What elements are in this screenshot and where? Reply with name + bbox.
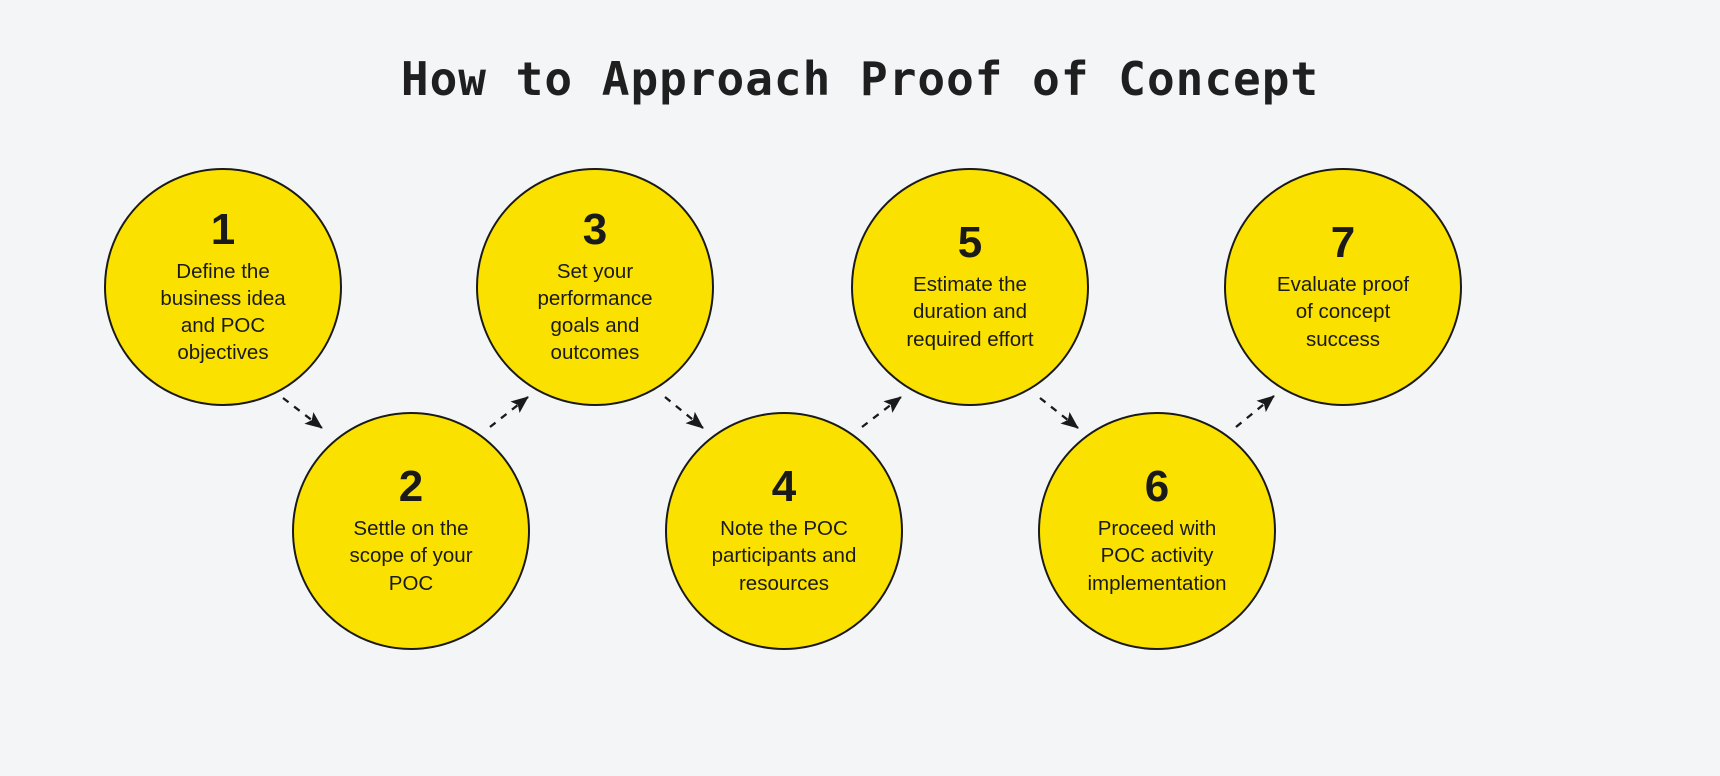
connector-4-5 [861, 396, 902, 428]
step-node-4[interactable]: 4 Note the POC participants and resource… [665, 412, 903, 650]
step-node-7[interactable]: 7 Evaluate proof of concept success [1224, 168, 1462, 406]
connector-3-4 [664, 396, 704, 429]
step-number: 7 [1330, 218, 1356, 268]
step-label: Settle on the scope of your POC [349, 517, 473, 595]
step-node-6[interactable]: 6 Proceed with POC activity implementati… [1038, 412, 1276, 650]
step-number: 2 [398, 462, 424, 512]
step-label: Estimate the duration and required effor… [906, 273, 1034, 351]
step-node-5[interactable]: 5 Estimate the duration and required eff… [851, 168, 1089, 406]
step-label: Proceed with POC activity implementation [1087, 517, 1227, 595]
step-number: 5 [957, 218, 983, 268]
step-label: Define the business idea and POC objecti… [160, 259, 286, 365]
connector-6-7 [1235, 395, 1275, 428]
step-number: 3 [582, 204, 608, 254]
page-title: How to Approach Proof of Concept [400, 52, 1320, 106]
step-number: 1 [210, 204, 236, 254]
step-number: 6 [1144, 462, 1170, 512]
step-number: 4 [771, 462, 797, 512]
step-label: Evaluate proof of concept success [1276, 273, 1410, 351]
step-label: Set your performance goals and outcomes [537, 259, 653, 365]
step-node-1[interactable]: 1 Define the business idea and POC objec… [104, 168, 342, 406]
connector-2-3 [489, 396, 529, 428]
connector-5-6 [1039, 397, 1079, 429]
step-node-2[interactable]: 2 Settle on the scope of your POC [292, 412, 530, 650]
step-label: Note the POC participants and resources [711, 517, 857, 595]
step-node-3[interactable]: 3 Set your performance goals and outcome… [476, 168, 714, 406]
connector-1-2 [282, 397, 323, 429]
